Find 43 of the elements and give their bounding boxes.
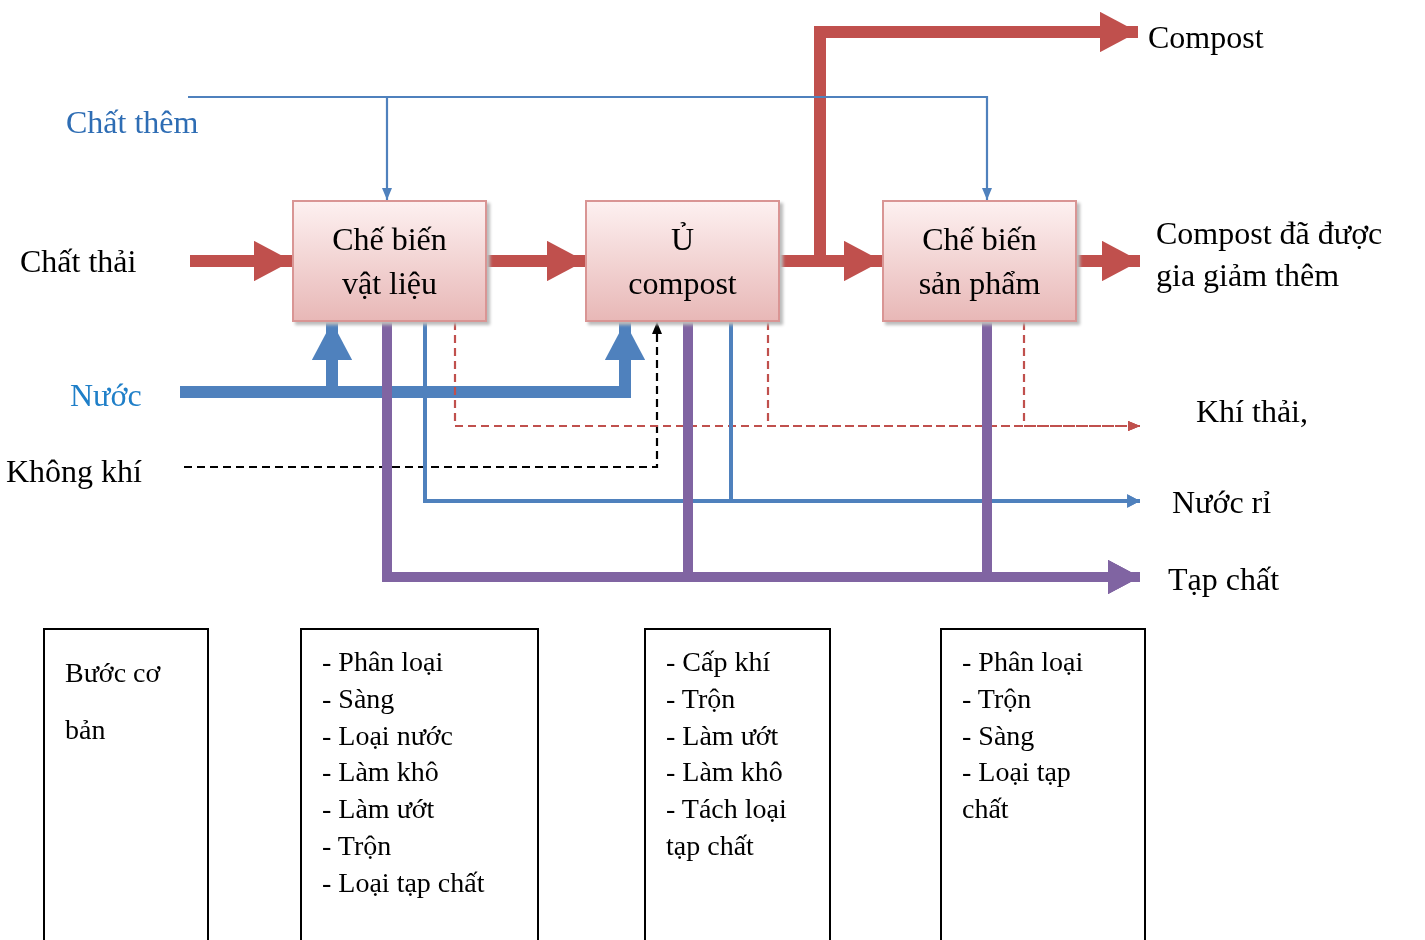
arrow [190, 240, 292, 282]
flow-label: Tạp chất [1168, 561, 1280, 597]
list-item: - Trộn [962, 681, 1033, 716]
flow-label: Khí thải, [1196, 393, 1308, 429]
arrow [184, 322, 662, 469]
list-item: - Cấp khí [666, 645, 772, 679]
flow-label: Không khí [6, 453, 142, 489]
flow-label: Chất thêm [66, 104, 199, 140]
list-item: - Sàng [322, 681, 396, 716]
process-box [882, 200, 1077, 322]
step-list-box [300, 628, 539, 940]
arrow [1077, 240, 1140, 282]
list-item: - Loại tạp chất [962, 755, 1072, 827]
arrow [1022, 322, 1140, 431]
flow-label: Chất thải [20, 243, 137, 279]
flow-label: Compost đã được gia giảm thêm [1156, 215, 1383, 293]
flow-label: Nước [70, 377, 142, 413]
list-item: - Làm khô [666, 755, 784, 790]
list-item: - Làm khô [322, 755, 440, 790]
list-item: - Loại nước [322, 718, 455, 753]
list-item: - Trộn [322, 829, 393, 863]
list-item: - Tách loại tạp chất [666, 792, 788, 863]
arrow [729, 322, 1140, 508]
process-box [292, 200, 487, 322]
box-label: Chế biến sản phẩm [917, 220, 1042, 303]
arrow [188, 95, 992, 200]
box-label: Ủ compost [627, 220, 738, 303]
flow-label: Compost [1148, 19, 1264, 55]
list-item: Bước cơ bản [65, 656, 162, 747]
list-item: - Làm ướt [322, 792, 436, 827]
box-label: Chế biến vật liệu [331, 220, 448, 303]
step-list-box [644, 628, 831, 940]
list-item: - Làm ướt [666, 718, 780, 753]
process-box [585, 200, 780, 322]
list-item: - Phân loại [962, 645, 1084, 679]
list-item: - Trộn [666, 681, 737, 716]
list-item: - Loại tạp chất [322, 865, 486, 900]
step-list-box [43, 628, 209, 940]
flow-label: Nước rỉ [1172, 484, 1272, 520]
step-list-box [940, 628, 1146, 940]
list-item: - Phân loại [322, 645, 445, 679]
arrow [487, 240, 585, 282]
list-item: - Sàng [962, 718, 1036, 753]
